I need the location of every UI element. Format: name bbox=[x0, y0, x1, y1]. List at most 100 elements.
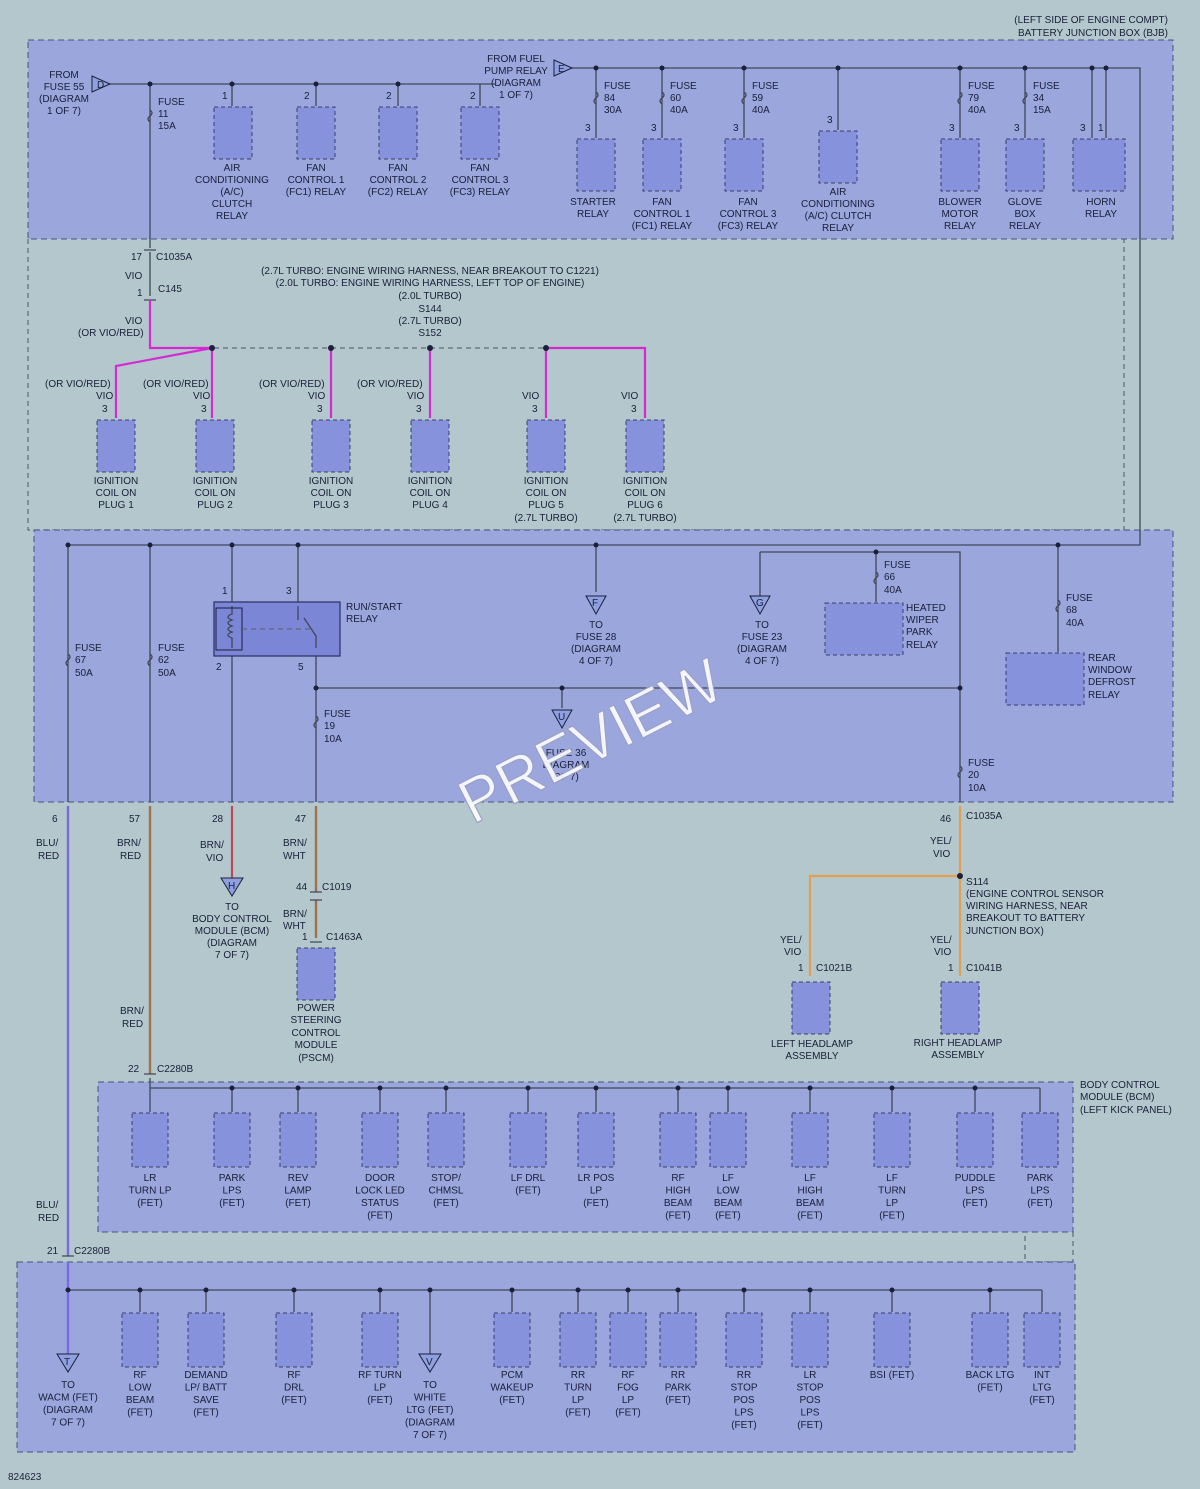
top-zone-wiring bbox=[68, 65, 1141, 546]
bcm-lower-output-9 bbox=[609, 1312, 647, 1368]
brn-red-2-line2: RED bbox=[122, 1019, 143, 1030]
bcm-lower-output-12 bbox=[791, 1312, 829, 1368]
source-e-line1: FROM FUEL bbox=[487, 54, 545, 65]
brn-red-2-line1: BRN/ bbox=[120, 1006, 144, 1017]
w46-wire1: YEL/ bbox=[930, 836, 952, 847]
coil-4-wire1: (OR VIO/RED) bbox=[357, 379, 423, 390]
coil-3-line2: COIL ON bbox=[311, 488, 352, 499]
h-line4: (DIAGRAM bbox=[207, 938, 257, 949]
c2280b-b-pin: 21 bbox=[47, 1246, 59, 1257]
bcm-lower-output-6-label-5: 7 OF 7) bbox=[413, 1430, 447, 1441]
top-relay-3-line2: CONTROL 2 bbox=[370, 175, 427, 186]
fuse-68-line2: 68 bbox=[1066, 605, 1078, 616]
c145-wire1: VIO bbox=[125, 316, 142, 327]
rear-defrost-line3: DEFROST bbox=[1088, 677, 1136, 688]
bcm-output-5-label-3: (FET) bbox=[433, 1198, 459, 1209]
h-line1: TO bbox=[225, 902, 239, 913]
ac-relay-bjb-line4: RELAY bbox=[822, 223, 854, 234]
c145-name: C145 bbox=[158, 284, 182, 295]
w57-wire1: BRN/ bbox=[117, 838, 141, 849]
ignition-coil-3 bbox=[311, 419, 351, 473]
bcm-lower-output-15 bbox=[1023, 1312, 1061, 1368]
w47-wire1: BRN/ bbox=[283, 838, 307, 849]
bcm-output-12-label-1: PUDDLE bbox=[955, 1173, 996, 1184]
bcm-output-8-label-3: BEAM bbox=[664, 1198, 692, 1209]
bcm-output-11-label-3: LP bbox=[886, 1198, 899, 1209]
g-line1: TO bbox=[755, 620, 769, 631]
bcm-lower-output-9-label-3: LP bbox=[622, 1395, 635, 1406]
fuse-84-line1: FUSE bbox=[604, 81, 631, 92]
bcm-lower-output-10-label-3: (FET) bbox=[665, 1395, 691, 1406]
blower-relay-line2: MOTOR bbox=[941, 209, 978, 220]
glove-relay-line3: RELAY bbox=[1009, 221, 1041, 232]
bcm-lower-output-3 bbox=[187, 1312, 225, 1368]
bcm-lower-output-8-label-2: TURN bbox=[564, 1383, 592, 1394]
h-line5: 7 OF 7) bbox=[215, 950, 249, 961]
pscm-line2: STEERING bbox=[290, 1015, 341, 1026]
coil-5-line1: IGNITION bbox=[524, 476, 568, 487]
glove-relay-line1: GLOVE bbox=[1008, 197, 1043, 208]
coil-2-wire1: (OR VIO/RED) bbox=[143, 379, 209, 390]
c145-wire2: (OR VIO/RED) bbox=[78, 328, 144, 339]
bcm-lower-output-13 bbox=[873, 1312, 911, 1368]
bcm-lower-output-11 bbox=[725, 1312, 763, 1368]
ignition-coil-2 bbox=[195, 419, 235, 473]
bcm-lower-output-2-label-1: RF bbox=[133, 1370, 146, 1381]
harness-note-5: (2.7L TURBO) bbox=[398, 316, 461, 327]
bcm-output-13-label-1: PARK bbox=[1027, 1173, 1054, 1184]
top-relay-2-pin: 2 bbox=[304, 91, 310, 102]
source-d-line1: FROM bbox=[49, 70, 78, 81]
heated-wiper-park-relay bbox=[824, 602, 904, 656]
bcm-output-6-label-1: LF DRL bbox=[511, 1173, 546, 1184]
coil-1-line1: IGNITION bbox=[94, 476, 138, 487]
starter-relay bbox=[576, 138, 616, 192]
bcm-lower-output-3-label-1: DEMAND bbox=[184, 1370, 227, 1381]
horn-relay bbox=[1072, 138, 1126, 192]
right-hl-name: C1041B bbox=[966, 963, 1002, 974]
ignition-coil-5 bbox=[526, 419, 566, 473]
source-d-arrow bbox=[91, 75, 112, 93]
f-line4: 4 OF 7) bbox=[579, 656, 613, 667]
coil-4-line3: PLUG 4 bbox=[412, 500, 448, 511]
c1035a-top-name: C1035A bbox=[156, 252, 192, 263]
right-hl-wire1: YEL/ bbox=[930, 935, 952, 946]
bcm-lower-output-9-label-4: (FET) bbox=[615, 1408, 641, 1419]
bcm-lower-output-13-label-1: BSI (FET) bbox=[870, 1370, 914, 1381]
harness-note-6: S152 bbox=[418, 328, 442, 339]
ac-relay-bjb-line1: AIR bbox=[830, 187, 847, 198]
coil-2-line2: COIL ON bbox=[195, 488, 236, 499]
diagram-id: 824623 bbox=[8, 1472, 42, 1483]
right-hl-pin: 1 bbox=[948, 963, 954, 974]
bcm-lower-output-2-label-4: (FET) bbox=[127, 1408, 153, 1419]
fuse-19-line3: 10A bbox=[324, 734, 342, 745]
w28-wire2: VIO bbox=[206, 853, 223, 864]
c1035a-top-pin: 17 bbox=[131, 252, 143, 263]
left-hl-pin: 1 bbox=[798, 963, 804, 974]
power-steering-control-module bbox=[296, 947, 336, 1001]
fuse-19-line1: FUSE bbox=[324, 709, 351, 720]
c1035a-top-wire: VIO bbox=[125, 271, 142, 282]
relay-pin-1: 1 bbox=[222, 586, 228, 597]
top-relay-4-pin: 2 bbox=[470, 91, 476, 102]
to-fuse-28-arrow bbox=[585, 595, 607, 616]
fuse-59-line2: 59 bbox=[752, 93, 764, 104]
fuse-60-line1: FUSE bbox=[670, 81, 697, 92]
left-hl-name: C1021B bbox=[816, 963, 852, 974]
relay-label-1: RUN/START bbox=[346, 602, 402, 613]
bcm-output-11-label-1: LF bbox=[886, 1173, 898, 1184]
ignition-coil-6 bbox=[625, 419, 665, 473]
right-hl-line2: ASSEMBLY bbox=[931, 1050, 984, 1061]
bcm-output-6-label-2: (FET) bbox=[515, 1186, 541, 1197]
bcm-output-7-label-2: LP bbox=[590, 1186, 603, 1197]
fuse-66-line1: FUSE bbox=[884, 560, 911, 571]
top-relay-4-line1: FAN bbox=[470, 163, 489, 174]
bcm-output-5 bbox=[427, 1112, 465, 1168]
ac-relay-bjb-line3: (A/C) CLUTCH bbox=[805, 211, 872, 222]
top-relay-1-line5: RELAY bbox=[216, 211, 248, 222]
source-d-line4: 1 OF 7) bbox=[47, 106, 81, 117]
fuse-67-line3: 50A bbox=[75, 668, 93, 679]
bcm-lower-output-12-label-3: POS bbox=[799, 1395, 820, 1406]
bcm-output-9 bbox=[709, 1112, 747, 1168]
w46-name: C1035A bbox=[966, 811, 1002, 822]
coil-2-wire2: VIO bbox=[193, 391, 210, 402]
